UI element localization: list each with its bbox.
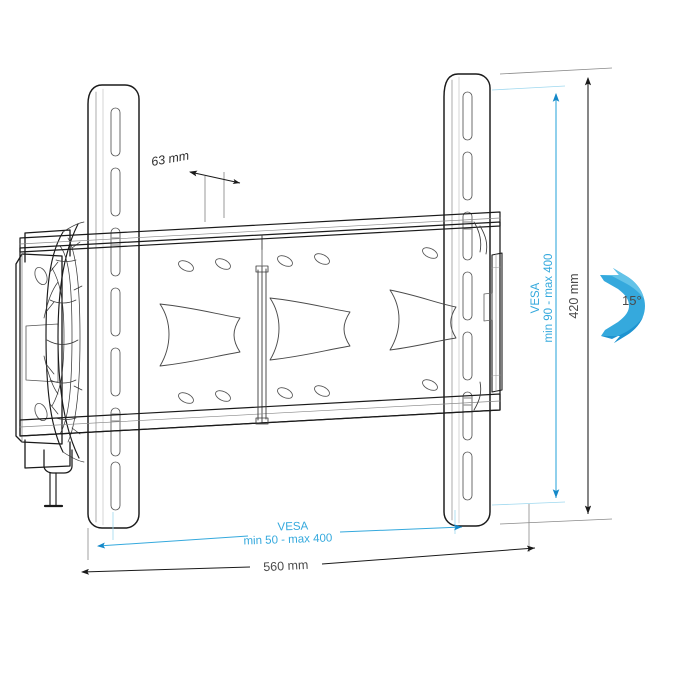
vesa-vertical-title: VESA (530, 282, 542, 313)
dimension-vesa-vertical: VESA min 90 - max 400 (491, 85, 566, 506)
tilt-angle-label: 15° (622, 293, 642, 308)
dimension-depth-63mm: 63 mm (150, 149, 241, 222)
vesa-vertical-range: min 90 - max 400 (543, 254, 555, 343)
right-edge-plate (483, 252, 503, 393)
curved-tilt-arrow-icon (600, 268, 645, 343)
left-wall-bracket (87, 84, 140, 529)
vesa-horizontal-title: VESA (277, 520, 308, 533)
width-dimension-label: 560 mm (263, 558, 309, 574)
tilt-mechanism (43, 221, 85, 463)
right-wall-bracket (443, 73, 491, 527)
mount-assembly (15, 73, 503, 529)
panel-bowtie-cutouts (159, 289, 457, 367)
depth-dimension-label: 63 mm (150, 149, 190, 169)
height-dimension-label: 420 mm (567, 273, 581, 318)
panel-holes-lower (178, 379, 438, 404)
wall-plate-side (15, 229, 71, 469)
dimension-width-560mm: 560 mm (81, 504, 536, 575)
right-connector-detail (473, 221, 488, 411)
main-panel (19, 211, 501, 437)
tilt-indicator: 15° (600, 268, 645, 343)
dimension-vesa-horizontal: VESA min 50 - max 400 (97, 510, 463, 549)
center-rod (255, 249, 269, 425)
panel-holes-upper (178, 247, 438, 272)
vesa-horizontal-range: min 50 - max 400 (243, 532, 332, 547)
dimension-height-420mm: 420 mm (499, 67, 613, 525)
locking-pin (43, 449, 73, 508)
